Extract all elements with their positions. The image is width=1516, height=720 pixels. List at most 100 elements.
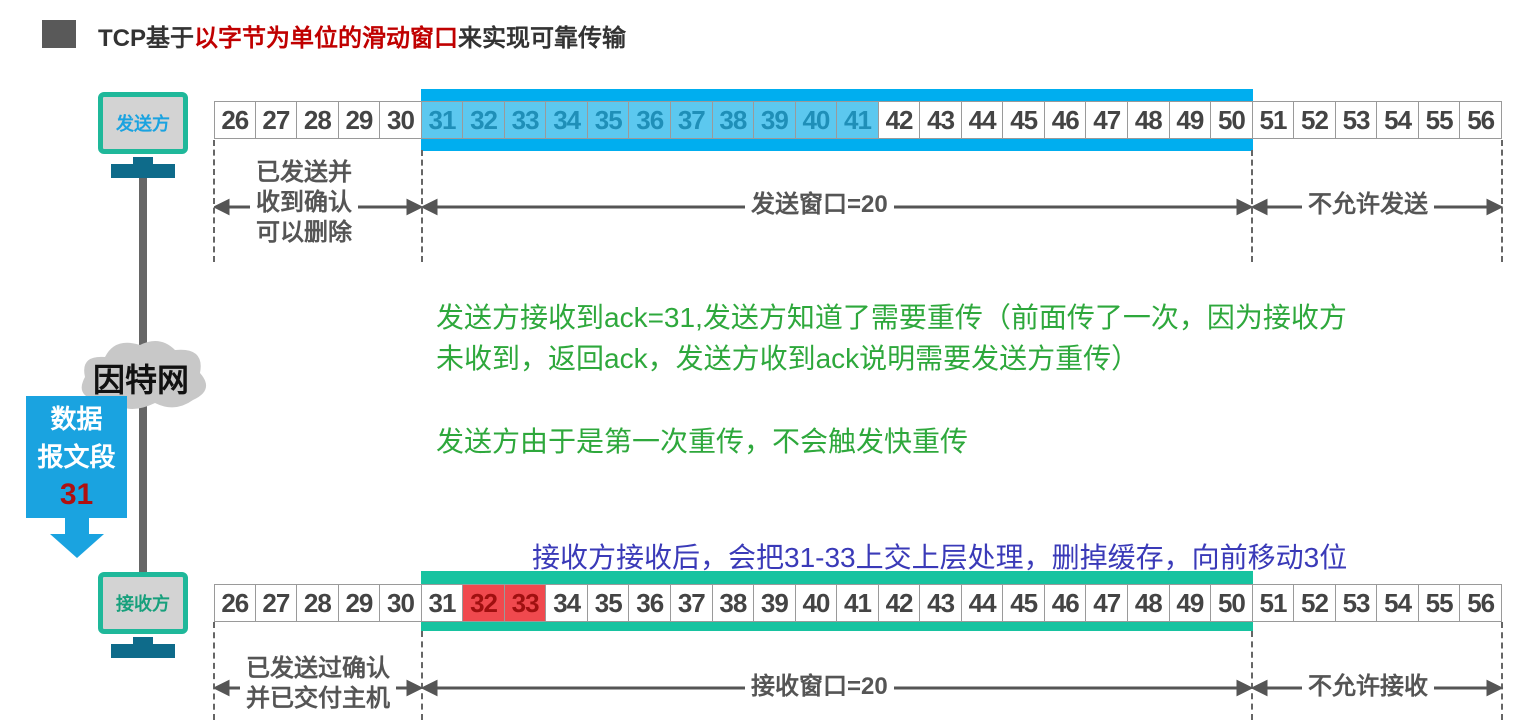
seq-cell-30: 30	[380, 101, 422, 139]
seq-cell-38: 38	[712, 584, 755, 622]
receiver-note: 接收方接收后，会把31-33上交上层处理，删掉缓存，向前移动3位	[532, 542, 1348, 573]
seq-cell-32: 32	[463, 101, 505, 139]
arrow-down-icon	[50, 516, 104, 558]
divider	[1251, 631, 1253, 720]
receiver-base	[111, 644, 175, 658]
seq-cell-27: 27	[255, 584, 298, 622]
seq-cell-35: 35	[587, 584, 630, 622]
seq-cell-36: 36	[629, 584, 672, 622]
seq-cell-34: 34	[546, 101, 588, 139]
seq-cell-34: 34	[546, 584, 588, 622]
seq-cell-47: 47	[1086, 584, 1129, 622]
note-line: 未收到，返回ack，发送方收到ack说明需要发送方重传）	[436, 343, 1140, 374]
seq-cell-29: 29	[338, 101, 381, 139]
not-allowed-recv-label: 不允许接收	[1302, 672, 1434, 702]
seq-cell-44: 44	[961, 101, 1004, 139]
seq-cell-45: 45	[1003, 584, 1045, 622]
divider	[421, 631, 423, 720]
seq-cell-46: 46	[1044, 101, 1087, 139]
segment-line1: 数据	[50, 404, 103, 434]
seq-cell-51: 51	[1252, 101, 1295, 139]
title-suffix: 来实现可靠传输	[458, 25, 626, 52]
seq-cell-46: 46	[1044, 584, 1087, 622]
sender-base	[111, 164, 175, 178]
delivered-label-line: 已发送过确认	[246, 655, 390, 682]
seq-cell-52: 52	[1294, 101, 1336, 139]
title-bullet	[42, 20, 76, 48]
title-highlight: 以字节为单位的滑动窗口	[194, 25, 458, 52]
receiver-monitor-icon: 接收方	[98, 572, 188, 634]
page-title: TCP基于以字节为单位的滑动窗口来实现可靠传输	[98, 18, 626, 53]
seq-cell-56: 56	[1460, 584, 1502, 622]
seq-cell-54: 54	[1377, 584, 1419, 622]
seq-cell-55: 55	[1418, 584, 1461, 622]
seq-cell-44: 44	[961, 584, 1004, 622]
seq-cell-41: 41	[837, 584, 879, 622]
seq-cell-43: 43	[920, 101, 962, 139]
divider	[1251, 150, 1253, 262]
divider	[213, 140, 215, 262]
seq-cell-51: 51	[1252, 584, 1295, 622]
seq-cell-26: 26	[214, 101, 256, 139]
seq-cell-27: 27	[255, 101, 298, 139]
note-line: 发送方接收到ack=31,发送方知道了需要重传（前面传了一次，因为接收方	[436, 302, 1347, 333]
seq-cell-33: 33	[504, 584, 547, 622]
receiver-stand	[133, 637, 153, 645]
cloud-icon	[81, 341, 207, 409]
seq-cell-56: 56	[1460, 101, 1502, 139]
seq-cell-26: 26	[214, 584, 256, 622]
seq-cell-38: 38	[712, 101, 755, 139]
seq-cell-32: 32	[463, 584, 505, 622]
seq-cell-52: 52	[1294, 584, 1336, 622]
delivered-label: 已发送过确认 并已交付主机	[240, 654, 396, 714]
receiver-label: 接收方	[116, 594, 170, 614]
seq-cell-43: 43	[920, 584, 962, 622]
seq-cell-39: 39	[754, 101, 796, 139]
sender-stand	[133, 157, 153, 165]
seq-cell-45: 45	[1003, 101, 1045, 139]
seq-cell-30: 30	[380, 584, 422, 622]
acked-label-line: 可以删除	[256, 219, 352, 246]
seq-cell-31: 31	[421, 101, 464, 139]
seq-cell-29: 29	[338, 584, 381, 622]
seq-cell-41: 41	[837, 101, 879, 139]
seq-cell-33: 33	[504, 101, 547, 139]
sender-monitor-icon: 发送方	[98, 92, 188, 154]
delivered-label-line: 并已交付主机	[246, 685, 390, 712]
internet-label: 因特网	[93, 362, 190, 398]
divider	[1501, 140, 1503, 262]
acked-label: 已发送并 收到确认 可以删除	[250, 158, 358, 248]
seq-cell-53: 53	[1335, 101, 1378, 139]
seq-cell-47: 47	[1086, 101, 1129, 139]
seq-cell-35: 35	[587, 101, 630, 139]
seq-cell-37: 37	[671, 101, 713, 139]
divider	[213, 622, 215, 720]
note-line: 发送方由于是第一次重传，不会触发快重传	[436, 426, 969, 457]
seq-cell-40: 40	[795, 101, 838, 139]
seq-cell-55: 55	[1418, 101, 1461, 139]
seq-cell-48: 48	[1128, 584, 1170, 622]
recv-window-label: 接收窗口=20	[745, 672, 894, 702]
not-allowed-send-label: 不允许发送	[1302, 190, 1434, 220]
seq-cell-48: 48	[1128, 101, 1170, 139]
seq-cell-36: 36	[629, 101, 672, 139]
seq-cell-49: 49	[1169, 101, 1212, 139]
seq-cell-37: 37	[671, 584, 713, 622]
send-window-label: 发送窗口=20	[745, 190, 894, 220]
seq-cell-50: 50	[1211, 584, 1253, 622]
segment-line2: 报文段	[37, 442, 116, 472]
acked-label-line: 已发送并	[256, 159, 352, 186]
segment-number: 31	[59, 478, 94, 511]
seq-cell-39: 39	[754, 584, 796, 622]
seq-cell-28: 28	[297, 584, 339, 622]
seq-cell-53: 53	[1335, 584, 1378, 622]
divider	[421, 150, 423, 262]
seq-cell-49: 49	[1169, 584, 1212, 622]
seq-cell-50: 50	[1211, 101, 1253, 139]
acked-label-line: 收到确认	[256, 189, 352, 216]
title-prefix: TCP基于	[98, 25, 194, 52]
seq-cell-31: 31	[421, 584, 464, 622]
seq-cell-54: 54	[1377, 101, 1419, 139]
